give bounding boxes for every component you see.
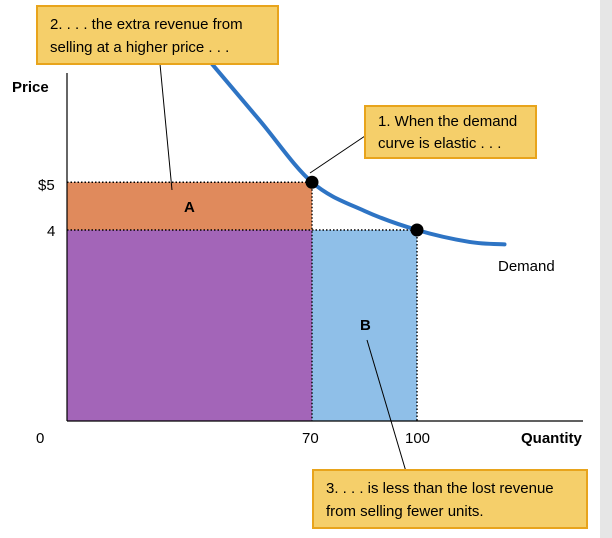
x-tick-70: 70 bbox=[302, 430, 319, 447]
revenue-regions bbox=[67, 182, 417, 421]
region-a-label: A bbox=[184, 199, 195, 216]
region-a bbox=[67, 182, 312, 230]
callout-1-line-1: 1. When the demand bbox=[378, 113, 517, 130]
x-tick-0: 0 bbox=[36, 430, 44, 447]
callout-2-line-1: 2. . . . the extra revenue from bbox=[50, 16, 243, 33]
region-b-label: B bbox=[360, 317, 371, 334]
y-tick-5: $5 bbox=[38, 177, 55, 194]
x-tick-100: 100 bbox=[405, 430, 430, 447]
region-shared bbox=[67, 230, 312, 421]
callout-3-box bbox=[312, 469, 588, 529]
demand-label: Demand bbox=[498, 258, 555, 275]
x-axis-label: Quantity bbox=[521, 430, 582, 447]
callouts: 2. . . . the extra revenue from selling … bbox=[36, 5, 588, 529]
side-strip bbox=[600, 0, 612, 538]
axis-labels: Price Quantity Demand 0 70 100 $5 4 A B bbox=[12, 79, 582, 447]
callout-1-box bbox=[364, 105, 537, 159]
callout-3-leader bbox=[366, 339, 408, 476]
demand-point-1 bbox=[410, 223, 424, 237]
callout-2-box bbox=[36, 5, 279, 65]
callout-2: 2. . . . the extra revenue from selling … bbox=[36, 5, 279, 65]
callout-1: 1. When the demand curve is elastic . . … bbox=[364, 105, 537, 159]
callout-2-line-2: selling at a higher price . . . bbox=[50, 39, 229, 56]
y-tick-4: 4 bbox=[47, 223, 55, 240]
callout-3: 3. . . . is less than the lost revenue f… bbox=[312, 469, 588, 529]
callout-1-leader bbox=[309, 135, 366, 174]
demand-point-0 bbox=[305, 175, 319, 189]
y-axis-label: Price bbox=[12, 79, 49, 96]
demand-curve bbox=[205, 56, 507, 247]
callout-2-leader bbox=[159, 63, 173, 191]
callout-3-line-2: from selling fewer units. bbox=[326, 503, 484, 520]
callout-3-line-1: 3. . . . is less than the lost revenue bbox=[326, 480, 554, 497]
dotted-guides bbox=[67, 181, 418, 421]
callout-1-line-2: curve is elastic . . . bbox=[378, 135, 501, 152]
region-b bbox=[312, 230, 417, 421]
demand-curve-layer bbox=[205, 56, 507, 247]
axes bbox=[66, 73, 583, 422]
